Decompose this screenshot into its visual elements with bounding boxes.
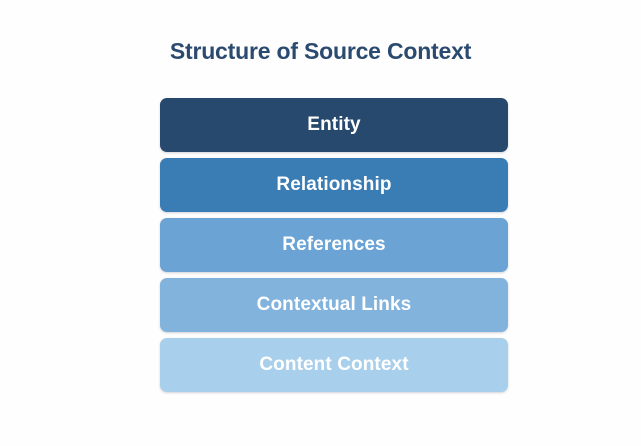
structure-band-content-context[interactable]: Content Context — [160, 338, 508, 392]
band-label-content-context: Content Context — [259, 354, 409, 375]
band-label-references: References — [282, 234, 386, 255]
structure-band-contextual-links[interactable]: Contextual Links — [160, 278, 508, 332]
structure-band-relationship[interactable]: Relationship — [160, 158, 508, 212]
structure-stack: Entity Relationship References Contextua… — [160, 98, 508, 392]
structure-band-entity[interactable]: Entity — [160, 98, 508, 152]
page-title: Structure of Source Context — [169, 38, 472, 64]
band-label-contextual-links: Contextual Links — [256, 294, 412, 315]
band-label-relationship: Relationship — [276, 174, 392, 195]
band-label-entity: Entity — [307, 114, 361, 135]
structure-band-references[interactable]: References — [160, 218, 508, 272]
